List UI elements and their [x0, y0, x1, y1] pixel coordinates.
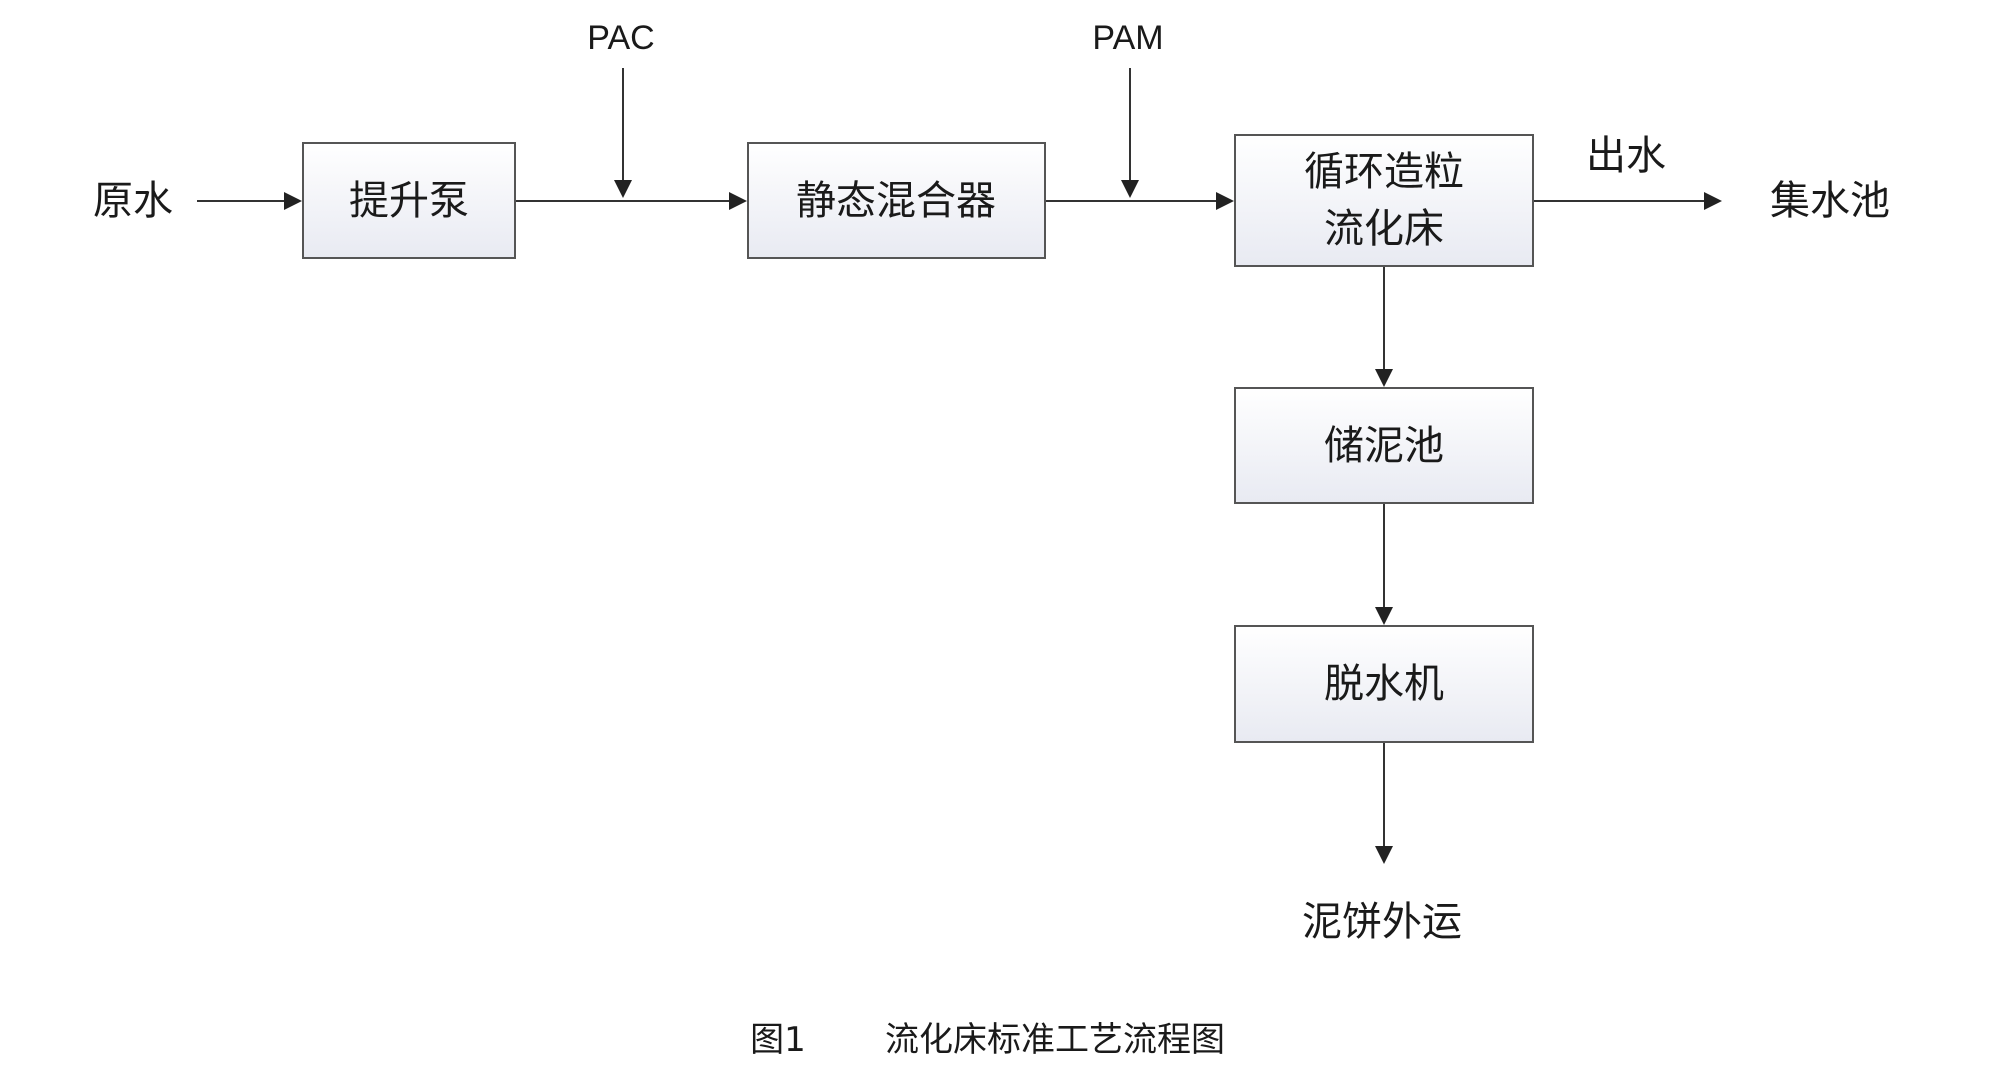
lift-pump-label: 提升泵 [349, 178, 469, 224]
arrow-down-icon [1375, 846, 1393, 864]
pam-label: PAM [1092, 19, 1163, 57]
dewatering-box: 脱水机 [1234, 625, 1534, 743]
arrow-down-icon [1121, 180, 1139, 198]
sludge-cake-label: 泥饼外运 [1302, 899, 1462, 945]
figure-caption: 图1 流化床标准工艺流程图 [750, 1020, 1225, 1060]
collection-tank-label: 集水池 [1770, 178, 1890, 224]
arrow-right-icon [729, 192, 747, 210]
caption-number: 图1 [750, 1020, 806, 1060]
effluent-label: 出水 [1586, 133, 1666, 179]
lift-pump-box: 提升泵 [302, 142, 516, 259]
fluidized-bed-label-line1: 循环造粒 [1304, 149, 1464, 195]
fluidized-bed-label-line2: 流化床 [1324, 206, 1444, 252]
arrow-right-icon [1704, 192, 1722, 210]
arrow-down-icon [1375, 369, 1393, 387]
arrow-down-icon [614, 180, 632, 198]
arrow-right-icon [1216, 192, 1234, 210]
flow-connectors [197, 68, 1710, 848]
flow-arrowheads [284, 180, 1722, 864]
static-mixer-box: 静态混合器 [747, 142, 1046, 259]
sludge-storage-box: 储泥池 [1234, 387, 1534, 504]
sludge-storage-label: 储泥池 [1324, 423, 1444, 469]
caption-title: 流化床标准工艺流程图 [885, 1020, 1225, 1060]
pac-label: PAC [587, 19, 654, 57]
static-mixer-label: 静态混合器 [796, 178, 996, 224]
arrow-down-icon [1375, 607, 1393, 625]
dewatering-label: 脱水机 [1324, 661, 1444, 707]
fluidized-bed-box: 循环造粒 流化床 [1234, 134, 1534, 267]
raw-water-label: 原水 [93, 178, 173, 224]
arrow-right-icon [284, 192, 302, 210]
